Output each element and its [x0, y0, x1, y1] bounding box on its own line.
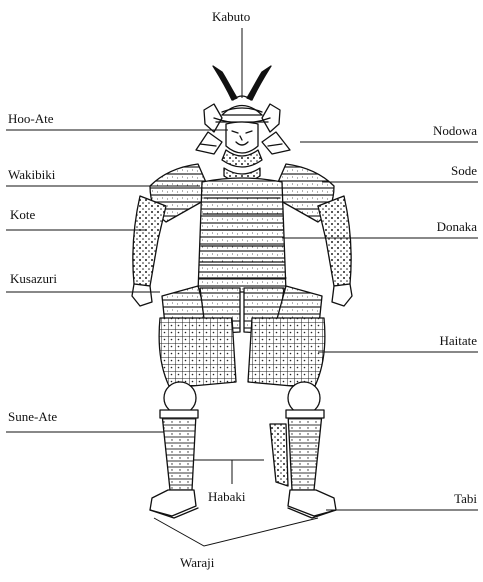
label-hoo-ate: Hoo-Ate [8, 112, 54, 126]
label-waraji: Waraji [180, 556, 214, 570]
label-wakibiki: Wakibiki [8, 168, 55, 182]
haitate-left [159, 318, 236, 388]
label-sune-ate: Sune-Ate [8, 410, 57, 424]
label-tabi: Tabi [454, 492, 477, 506]
haitate-right [248, 318, 325, 388]
sune-ate-left [160, 410, 198, 490]
label-kusazuri: Kusazuri [10, 272, 57, 286]
face-mask [226, 122, 258, 153]
label-nodowa: Nodowa [433, 124, 477, 138]
kote-left-arm [132, 196, 166, 306]
sune-ate-right [270, 410, 324, 490]
label-haitate: Haitate [439, 334, 477, 348]
label-habaki: Habaki [208, 490, 246, 504]
leader-waraji [154, 518, 318, 546]
knees [164, 382, 320, 414]
label-sode: Sode [451, 164, 477, 178]
label-donaka: Donaka [437, 220, 477, 234]
nodowa-collar [222, 150, 262, 182]
donaka-torso [198, 178, 286, 292]
label-kabuto: Kabuto [212, 10, 250, 24]
label-kote: Kote [10, 208, 35, 222]
samurai-figure [132, 66, 352, 518]
kote-right-arm [318, 196, 352, 306]
leader-habaki [194, 460, 264, 484]
